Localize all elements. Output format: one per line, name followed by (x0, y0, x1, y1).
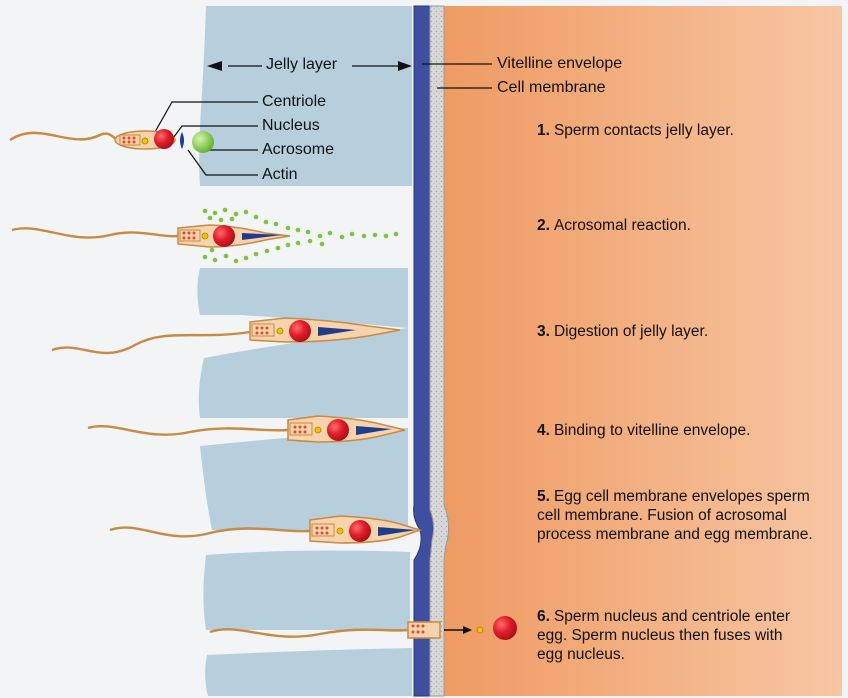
label-acrosome: Acrosome (262, 141, 334, 159)
step-2-text: Acrosomal reaction. (554, 217, 691, 234)
step-1-text: Sperm contacts jelly layer. (554, 122, 734, 139)
step-2: 2.Acrosomal reaction. (537, 216, 837, 235)
step-1-number: 1. (537, 122, 550, 139)
egg-cytoplasm (440, 6, 842, 696)
step-3: 3.Digestion of jelly layer. (537, 322, 837, 341)
step-6: 6.Sperm nucleus and centriole enter egg.… (537, 607, 807, 664)
step-6-text: Sperm nucleus and centriole enter egg. S… (537, 608, 790, 663)
step-5-text: Egg cell membrane envelopes sperm cell m… (537, 488, 813, 543)
step-5-number: 5. (537, 488, 550, 505)
step-4-number: 4. (537, 422, 550, 439)
step-4-text: Binding to vitelline envelope. (554, 422, 750, 439)
label-vitelline-envelope: Vitelline envelope (497, 55, 622, 73)
label-cell-membrane: Cell membrane (497, 79, 605, 97)
step-4: 4.Binding to vitelline envelope. (537, 421, 837, 440)
step-3-number: 3. (537, 323, 550, 340)
label-nucleus: Nucleus (262, 117, 320, 135)
step-5: 5.Egg cell membrane envelopes sperm cell… (537, 487, 827, 544)
step-6-number: 6. (537, 608, 550, 625)
step-3-text: Digestion of jelly layer. (554, 323, 708, 340)
label-actin: Actin (262, 166, 298, 184)
label-centriole: Centriole (262, 93, 326, 111)
label-jelly-layer: Jelly layer (266, 56, 337, 74)
step-2-number: 2. (537, 217, 550, 234)
step-1: 1.Sperm contacts jelly layer. (537, 121, 837, 140)
